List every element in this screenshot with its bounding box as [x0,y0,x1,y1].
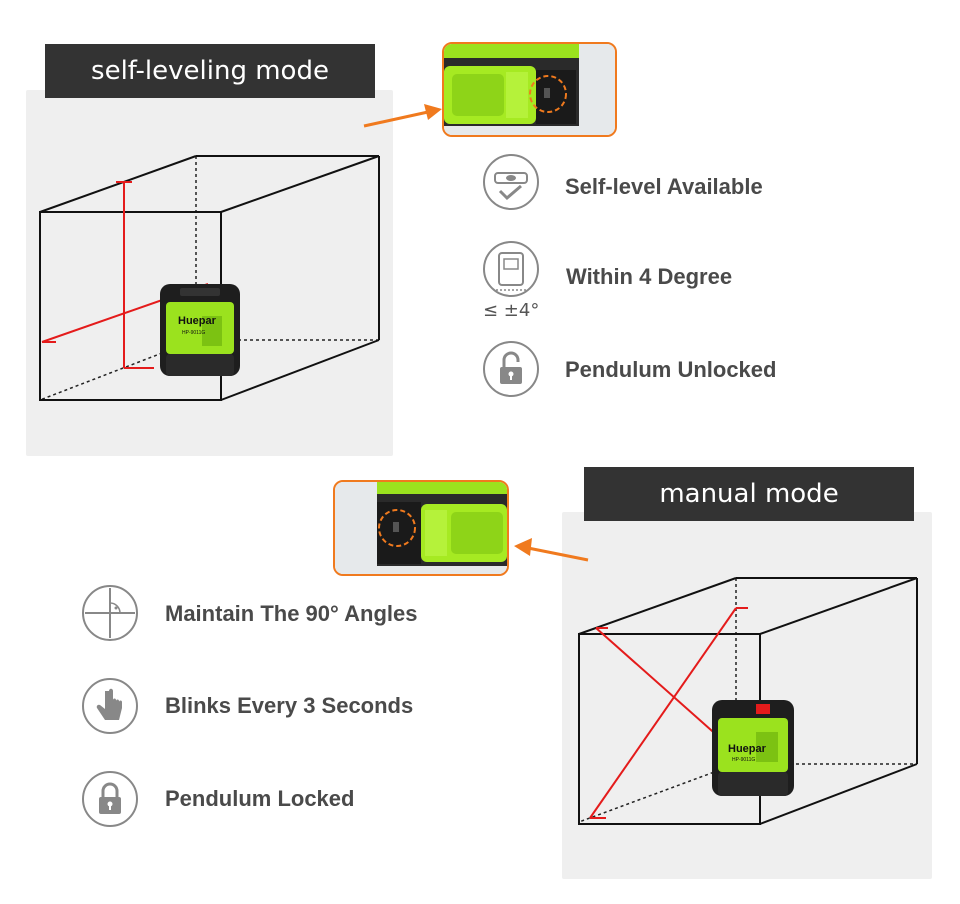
self-leveling-panel [26,90,393,456]
device-model-text: HP-9011G [182,330,205,336]
unlocked-padlock-icon [483,341,539,397]
feature-blinks-every-3-seconds: Blinks Every 3 Seconds [165,693,414,718]
tilt-range-icon [483,241,539,297]
manual-panel [562,512,932,879]
pointing-hand-icon [82,678,138,734]
self-leveling-room-illustration: Huepar HP-9011G [39,155,380,401]
laser-level-device [160,284,240,376]
manual-switch-zoom [333,480,509,576]
arrow-to-manual-switch [514,538,589,562]
device-brand-text-manual: Huepar [728,743,767,755]
feature-maintain-90-angles: Maintain The 90° Angles [165,601,418,626]
feature-self-level-available: Self-level Available [565,174,763,199]
feature-pendulum-unlocked: Pendulum Unlocked [565,357,777,382]
manual-mode-label: manual mode [584,467,914,521]
crosshair-angle-icon [82,585,138,641]
tilt-range-note: ≤ ±4° [483,300,540,321]
self-level-switch-zoom [442,42,617,137]
arrow-to-self-level-switch [363,104,442,128]
laser-level-device-manual [712,700,794,796]
manual-room-illustration: Huepar HP-9011G [578,577,918,825]
self-leveling-mode-label: self-leveling mode [45,44,375,98]
level-check-icon [483,154,539,210]
feature-pendulum-locked: Pendulum Locked [165,786,355,811]
locked-padlock-icon [82,771,138,827]
device-model-text-manual: HP-9011G [732,757,755,763]
feature-within-4-degree: Within 4 Degree [566,264,733,289]
device-brand-text: Huepar [178,315,217,327]
